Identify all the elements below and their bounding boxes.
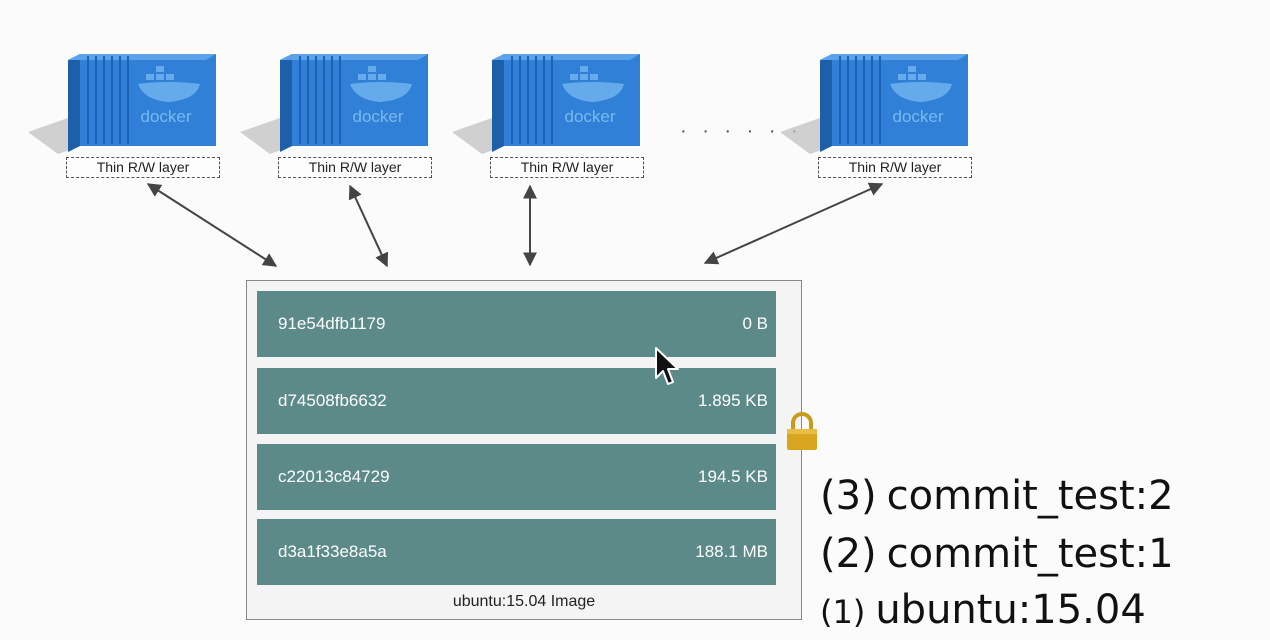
commit-number: (3) [820,473,877,519]
image-caption: ubuntu:15.04 Image [452,593,596,610]
ellipsis: · · · · · · [680,120,803,142]
image-layer-3: c22013c84729 194.5 KB [257,444,776,510]
layer-size: 194.5 KB [698,467,768,486]
thin-rw-layer-label: Thin R/W layer [818,157,972,178]
thin-rw-layer-label: Thin R/W layer [66,157,220,178]
docker-container-icon: docker [28,54,216,154]
docker-logo-text: docker [892,107,943,126]
image-layer-1: 91e54dfb1179 0 B [257,291,776,357]
image-layer-4: d3a1f33e8a5a 188.1 MB [257,519,776,585]
arrow-1 [146,183,278,267]
thin-rw-layer-label: Thin R/W layer [490,157,644,178]
docker-logo-text: docker [564,107,615,126]
commit-item-2: (2)commit_test:1 [820,530,1174,578]
arrow-4 [703,182,884,265]
layer-id: d3a1f33e8a5a [278,542,387,561]
arrow-2 [348,184,389,268]
docker-container-2: docker Thin R/W layer [240,40,460,190]
commit-number: (2) [820,531,877,577]
ubuntu-image-box: 91e54dfb1179 0 B d74508fb6632 1.895 KB c… [246,280,802,620]
commit-label: ubuntu:15.04 [875,587,1146,633]
layer-size: 0 B [742,314,768,333]
docker-container-1: docker Thin R/W layer [28,40,248,190]
docker-container-3: docker Thin R/W layer [452,40,672,190]
docker-container-icon: docker [240,54,428,154]
image-layer-2: d74508fb6632 1.895 KB [257,368,776,434]
layer-id: d74508fb6632 [278,391,387,410]
lock-icon [787,412,817,450]
commit-label: commit_test:2 [886,473,1174,519]
docker-logo-text: docker [352,107,403,126]
docker-container-icon: docker [780,54,968,154]
layer-size: 1.895 KB [698,391,768,410]
mouse-cursor-icon [655,347,679,385]
commit-item-1: (1)ubuntu:15.04 [820,586,1146,636]
layer-size: 188.1 MB [695,542,768,561]
docker-container-4: docker Thin R/W layer [780,40,1000,190]
docker-container-icon: docker [452,54,640,154]
thin-rw-layer-label: Thin R/W layer [278,157,432,178]
commit-label: commit_test:1 [886,531,1174,577]
commit-item-3: (3)commit_test:2 [820,472,1174,520]
commit-number: (1) [820,593,866,631]
layer-id: c22013c84729 [278,467,390,486]
docker-logo-text: docker [140,107,191,126]
layer-id: 91e54dfb1179 [278,314,386,333]
